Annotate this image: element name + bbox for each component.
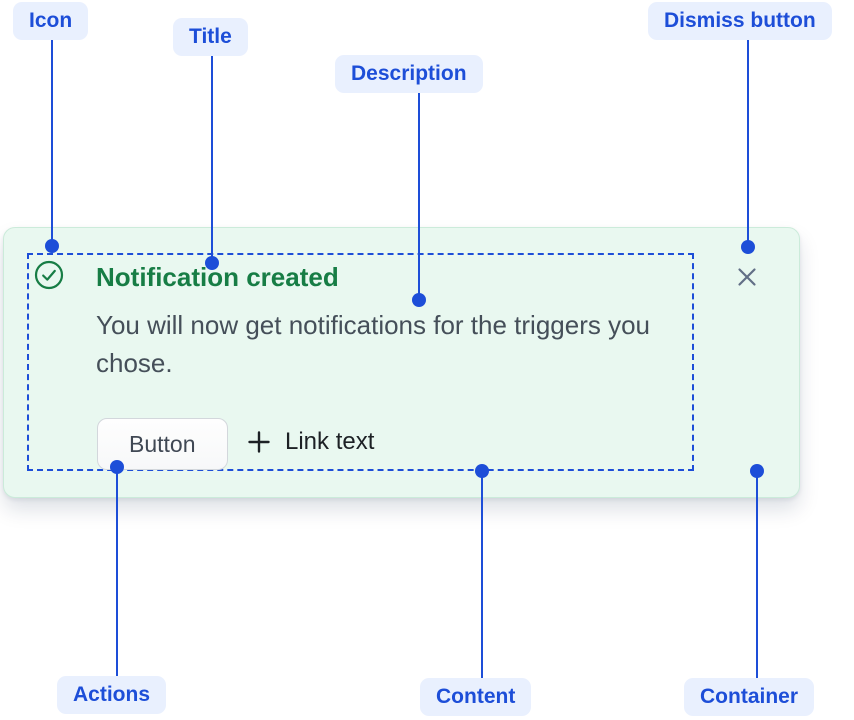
connector-line-content [481,471,483,678]
action-link-label: Link text [285,428,375,455]
action-button[interactable]: Button [97,418,228,470]
connector-line-icon [51,40,53,246]
dismiss-button[interactable] [733,263,761,291]
check-circle-icon [34,260,64,290]
connector-dot-description [412,293,426,307]
connector-line-description [418,93,420,300]
annotation-label-content: Content [420,678,532,716]
plus-icon [246,429,272,455]
content-boundary [27,253,694,471]
annotation-label-dismiss-button: Dismiss button [648,2,832,40]
connector-dot-actions [110,460,124,474]
connector-dot-title [205,256,219,270]
annotation-label-container: Container [684,678,815,716]
connector-line-container [756,471,758,678]
annotation-label-title: Title [173,18,248,56]
connector-dot-container [750,464,764,478]
annotation-label-icon: Icon [13,2,89,40]
connector-line-actions [116,467,118,676]
connector-dot-content [475,464,489,478]
annotation-label-actions: Actions [57,676,167,714]
action-link[interactable]: Link text [246,428,374,456]
connector-dot-dismiss [741,240,755,254]
annotation-label-description: Description [335,55,483,93]
connector-dot-icon [45,239,59,253]
connector-line-dismiss [747,40,749,247]
notification-description: You will now get notifications for the t… [96,310,651,378]
close-icon [733,263,761,291]
connector-line-title [211,56,213,263]
